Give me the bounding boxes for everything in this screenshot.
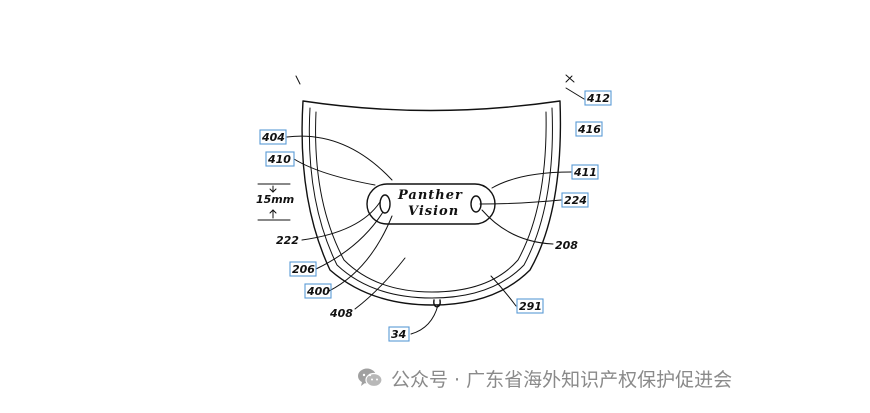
ref-416: 416 (575, 121, 603, 137)
shield-outline (301, 100, 562, 306)
dimension-marker: 15mm (256, 183, 294, 221)
panther-vision-badge: Panther Vision (366, 183, 496, 225)
ref-222: 222 (276, 234, 299, 247)
footer-text: 公众号 · 广东省海外知识产权保护促进会 (391, 368, 733, 391)
shield-inner-rim-2 (315, 111, 547, 293)
wechat-icon (358, 368, 383, 388)
svg-text:224: 224 (564, 194, 587, 207)
ref-291: 291 (516, 298, 544, 314)
svg-text:34: 34 (391, 328, 406, 341)
ref-34: 34 (388, 326, 410, 342)
watermark-footer: 公众号 · 广东省海外知识产权保护促进会 (357, 363, 732, 393)
ref-408: 408 (329, 307, 353, 320)
badge-line2: Vision (408, 204, 459, 219)
ref-400: 400 (304, 283, 332, 299)
shield-inner-rim (308, 107, 553, 299)
svg-text:400: 400 (306, 285, 330, 298)
right-tick-mark (565, 74, 575, 83)
svg-text:416: 416 (577, 123, 601, 136)
svg-text:404: 404 (261, 131, 285, 144)
svg-text:291: 291 (519, 300, 542, 313)
badge-line1: Panther (397, 188, 463, 203)
ref-412: 412 (584, 90, 612, 106)
leader-lines (286, 87, 585, 335)
svg-text:410: 410 (267, 153, 291, 166)
svg-text:411: 411 (573, 166, 597, 179)
svg-text:412: 412 (586, 92, 610, 105)
ref-206: 206 (289, 261, 317, 277)
ref-410: 410 (265, 151, 295, 167)
ref-404: 404 (259, 129, 287, 145)
front-clip (433, 299, 441, 308)
left-tick-mark (295, 75, 301, 85)
ref-208: 208 (555, 239, 578, 252)
ref-411: 411 (571, 164, 599, 180)
left-slot (379, 194, 391, 214)
ref-224: 224 (561, 192, 589, 208)
dimension-label: 15mm (256, 193, 294, 206)
svg-text:206: 206 (292, 263, 315, 276)
